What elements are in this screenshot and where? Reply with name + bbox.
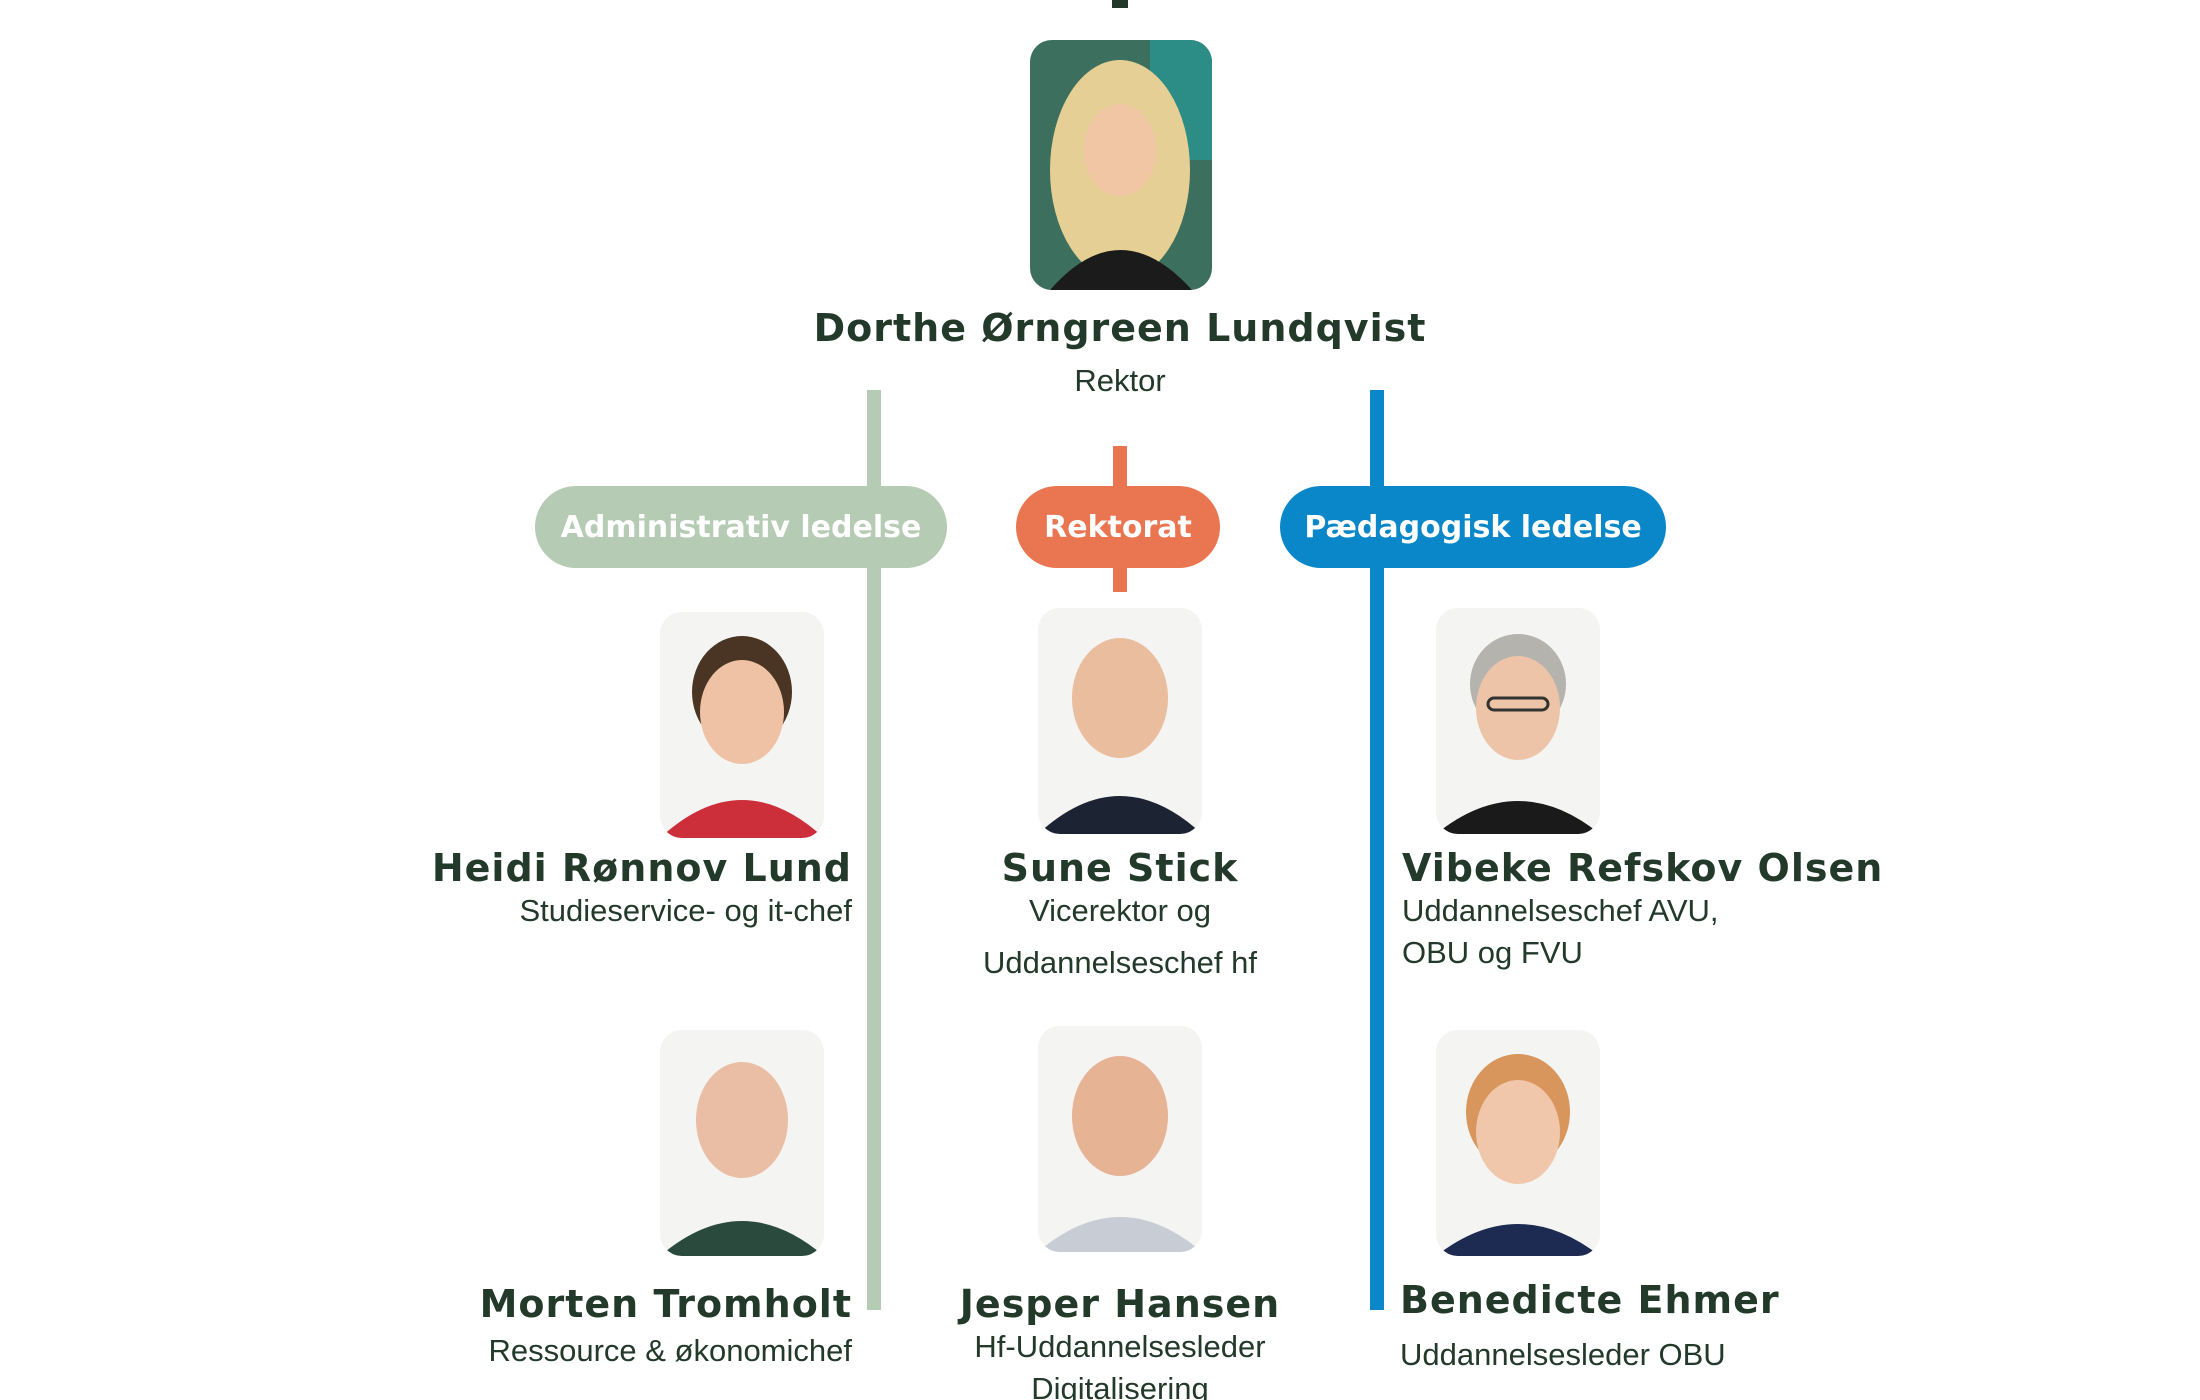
sune-photo [1038,608,1202,834]
jesper-role-line1: Hf-Uddannelsesleder [974,1329,1266,1364]
morten-photo [660,1030,824,1256]
jesper-name: Jesper Hansen [959,1282,1281,1326]
vibeke-name: Vibeke Refskov Olsen [1402,846,1884,890]
rektor-name: Dorthe Ørngreen Lundqvist [813,306,1427,350]
jesper-photo [1038,1026,1202,1252]
benedicte-photo [1436,1030,1600,1256]
benedicte-name: Benedicte Ehmer [1400,1278,1780,1322]
benedicte-role: Uddannelsesleder OBU [1400,1337,1726,1372]
admin-line [867,390,881,1310]
rektor-role: Rektor [1074,363,1166,398]
morten-role: Ressource & økonomichef [488,1333,852,1368]
paedagogisk-line [1370,390,1384,1310]
heidi-name: Heidi Rønnov Lund [431,846,852,890]
jesper-role-line2: Digitalisering [1031,1371,1209,1400]
vibeke-role-line2: OBU og FVU [1402,935,1583,970]
heidi-photo [660,612,824,838]
top-connector [1112,0,1128,8]
sune-role-line2: Uddannelseschef hf [982,945,1258,980]
sune-name: Sune Stick [1001,846,1239,890]
admin-category-pill: Administrativ ledelse [535,486,947,568]
paedagogisk-category-pill: Pædagogisk ledelse [1280,486,1666,568]
vibeke-role-line1: Uddannelseschef AVU, [1402,893,1719,928]
morten-name: Morten Tromholt [479,1282,852,1326]
sune-role-line1: Vicerektor og [1028,893,1212,928]
rektorat-category-pill: Rektorat [1016,486,1220,568]
heidi-role: Studieservice- og it-chef [519,893,852,928]
vibeke-photo [1436,608,1600,834]
rektor-photo [1030,40,1212,290]
